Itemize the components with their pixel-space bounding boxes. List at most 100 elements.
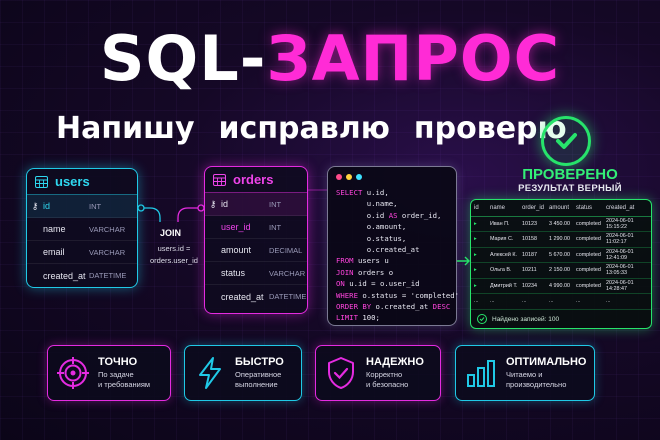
sql-code-editor: SELECT u.id, u.name, o.id AS order_id, o… (327, 166, 460, 326)
result-footer: Найдено записей: 100 (477, 314, 559, 324)
table-row: status VARCHAR (205, 262, 307, 285)
title-part-query: ЗАПРОС (266, 22, 561, 95)
query-result-table: id name order_id amount status created_a… (470, 199, 652, 329)
close-dot-icon (336, 174, 342, 180)
row-arrow-icon: ▸ (471, 278, 487, 294)
column-type: VARCHAR (269, 268, 306, 278)
cell: ... (546, 293, 573, 310)
cell: Ольга В. (487, 262, 519, 279)
feature-title: БЫСТРО (235, 356, 284, 368)
users-table-header: users (27, 169, 137, 195)
orders-table-card: orders ⚷ id INT user_id INT amount DECIM… (204, 166, 308, 314)
table-row: ▸ Дмитрий Т. 10234 4 990.00 completed 20… (471, 278, 651, 294)
bar-chart-icon (456, 345, 506, 401)
table-row: ▸ Иван П. 10123 3 450.00 completed 2024-… (471, 216, 651, 232)
table-row: ⚷ id INT (205, 193, 307, 216)
verified-title: ПРОВЕРЕНО (522, 166, 618, 183)
cell: ... (519, 293, 546, 310)
row-arrow-icon: ▸ (471, 247, 487, 263)
table-row: user_id INT (205, 216, 307, 239)
feature-card-optimal: ОПТИМАЛЬНО Читаемо и производительно (455, 345, 595, 401)
table-row: created_at DATETIME (27, 264, 137, 287)
cell: completed (573, 247, 603, 263)
column-type: DATETIME (89, 271, 127, 280)
column-name: created_at (221, 291, 264, 302)
check-icon (541, 116, 591, 166)
join-condition: users.id = orders.user_id (146, 243, 202, 267)
feature-title: НАДЕЖНО (366, 356, 424, 368)
cell: 1 290.00 (546, 231, 573, 248)
verified-subtitle: РЕЗУЛЬТАТ ВЕРНЫЙ (518, 183, 622, 194)
cell: 2024-06-01 11:02:17 (603, 231, 651, 248)
check-icon (477, 314, 487, 324)
feature-description: Читаемо и производительно (506, 370, 567, 389)
lightning-icon (185, 345, 235, 401)
cell: completed (573, 216, 603, 232)
result-grid: id name order_id amount status created_a… (471, 200, 651, 310)
target-icon (48, 345, 98, 401)
column-type: VARCHAR (89, 247, 126, 257)
cell: 5 670.00 (546, 247, 573, 263)
cell: 3 450.00 (546, 216, 573, 232)
table-icon (213, 173, 226, 186)
table-row: name VARCHAR (27, 218, 137, 241)
cell: 2024-06-01 15:15:22 (603, 216, 651, 232)
cell: completed (573, 231, 603, 248)
orders-table-header: orders (205, 167, 307, 193)
maximize-dot-icon (356, 174, 362, 180)
sql-code: SELECT u.id, u.name, o.id AS order_id, o… (336, 188, 460, 323)
feature-card-precise: ТОЧНО По задаче и требованиям (47, 345, 171, 401)
key-icon: ⚷ (209, 198, 217, 209)
arrow-right-icon (457, 256, 470, 266)
cell: 10187 (519, 247, 546, 263)
table-row: ▸ Ольга В. 10211 2 150.00 completed 2024… (471, 262, 651, 279)
column-name: id (221, 199, 229, 209)
feature-card-fast: БЫСТРО Оперативное выполнение (184, 345, 302, 401)
cell: ... (573, 293, 603, 310)
shield-check-icon (316, 345, 366, 401)
title-part-sql: SQL- (99, 22, 267, 95)
key-icon: ⚷ (31, 200, 39, 211)
cell: ... (471, 293, 487, 310)
feature-description: По задаче и требованиям (98, 370, 151, 389)
table-icon (35, 175, 48, 188)
cell: 2 150.00 (546, 262, 573, 279)
subtitle-word-write: Напишу (56, 110, 195, 146)
column-header: order_id (519, 200, 546, 217)
row-arrow-icon: ▸ (471, 262, 487, 279)
cell: 2024-06-01 13:05:33 (603, 262, 651, 279)
window-controls (336, 174, 362, 180)
feature-card-reliable: НАДЕЖНО Корректно и безопасно (315, 345, 441, 401)
column-name: status (221, 268, 246, 278)
row-arrow-icon: ▸ (471, 231, 487, 248)
cell: Алексей К. (487, 247, 519, 263)
column-header: amount (546, 200, 573, 217)
cell: 4 990.00 (546, 278, 573, 294)
records-found-label: Найдено записей: 100 (492, 315, 560, 323)
column-name: id (43, 201, 51, 211)
column-type: INT (269, 222, 282, 232)
table-row: created_at DATETIME (205, 285, 307, 308)
cell: completed (573, 262, 603, 279)
row-arrow-icon: ▸ (471, 216, 487, 232)
column-header: name (487, 200, 519, 217)
column-name: email (43, 247, 65, 257)
column-name: name (43, 224, 66, 234)
cell: ... (603, 293, 651, 310)
join-condition-line: orders.user_id (150, 256, 198, 265)
cell: 10234 (519, 278, 546, 294)
column-type: INT (89, 201, 102, 211)
feature-title: ОПТИМАЛЬНО (506, 356, 587, 368)
column-type: INT (269, 199, 282, 209)
table-row: ... ... ... ... ... ... (471, 293, 651, 310)
subtitle: Напишу исправлю проверю (56, 108, 567, 148)
feature-description: Корректно и безопасно (366, 370, 409, 389)
join-condition-line: users.id = (157, 244, 191, 253)
table-row: ▸ Мария С. 10158 1 290.00 completed 2024… (471, 231, 651, 248)
column-name: created_at (43, 270, 86, 281)
minimize-dot-icon (346, 174, 352, 180)
table-row: amount DECIMAL (205, 239, 307, 262)
cell: 2024-06-01 12:41:09 (603, 247, 651, 263)
column-type: DATETIME (269, 292, 307, 301)
column-type: DECIMAL (269, 245, 303, 255)
